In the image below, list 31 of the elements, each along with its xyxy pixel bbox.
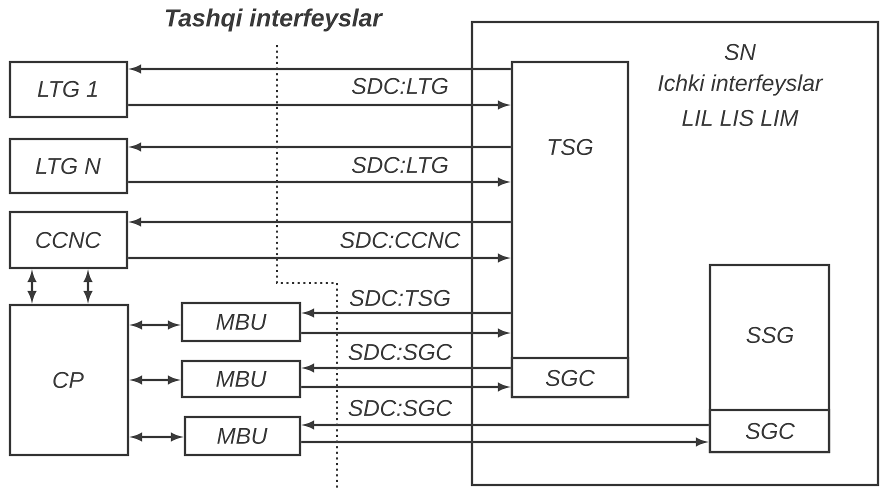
arrow xyxy=(304,364,511,372)
controller-box: SGC xyxy=(708,408,830,454)
arrow xyxy=(132,376,178,384)
arrow xyxy=(132,65,511,73)
unit-box: MBU xyxy=(180,302,302,342)
arrow xyxy=(128,254,508,262)
arrow xyxy=(132,321,178,329)
unit-box: MBU xyxy=(184,416,302,456)
arrow xyxy=(304,421,709,429)
title: Tashqi interfeyslar xyxy=(166,8,384,32)
arrow xyxy=(304,309,511,317)
arrow xyxy=(132,433,180,441)
arrow xyxy=(128,178,508,186)
edge-label: SDC:CCNC xyxy=(338,230,462,250)
edge-label: SDC:LTG xyxy=(350,155,450,175)
edge-label: SDC:LTG xyxy=(350,76,450,96)
arrow xyxy=(132,143,511,151)
unit-box: CP xyxy=(8,304,130,456)
edge-label: SDC:TSG xyxy=(347,288,453,308)
arrow xyxy=(132,218,511,226)
unit-box: LTG 1 xyxy=(8,60,128,118)
edge-label: SDC:SGC xyxy=(346,342,454,362)
arrow xyxy=(128,101,508,109)
arrow xyxy=(301,329,508,337)
edge-label: SDC:SGC xyxy=(346,398,454,418)
unit-box: CCNC xyxy=(8,210,128,270)
unit-box: MBU xyxy=(180,360,302,398)
arrow xyxy=(301,383,508,391)
arrow xyxy=(301,438,706,446)
controller-box: SGC xyxy=(510,356,630,398)
unit-box: LTG N xyxy=(8,138,128,194)
